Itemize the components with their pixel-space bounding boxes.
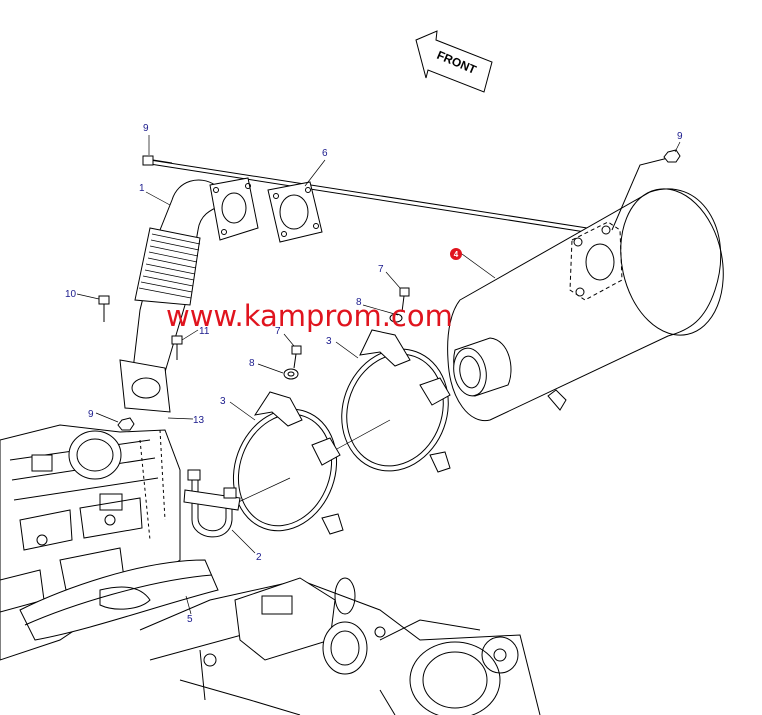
callout-9-left: 9 [88, 409, 94, 420]
engine-block [0, 424, 181, 661]
pipe-flange [209, 177, 259, 241]
callout-4-badge: 4 [450, 248, 462, 260]
bolt-11 [98, 295, 110, 322]
leader-lines [76, 135, 681, 615]
bolt-7-upper [399, 287, 410, 313]
nut-9-right [663, 149, 681, 163]
callout-10: 9 [143, 123, 149, 134]
callout-5: 5 [187, 614, 193, 625]
washer-8-upper [389, 313, 403, 323]
callout-12: 11 [199, 326, 210, 337]
callout-7-lower: 7 [275, 326, 281, 337]
callout-11: 10 [65, 289, 77, 300]
intake-duct [19, 559, 219, 641]
callouts: 9 1 6 9 4 7 8 3 7 8 3 10 11 9 13 2 5 [65, 123, 683, 625]
nut-9-left [117, 417, 135, 431]
front-arrow: FRONT [415, 30, 493, 93]
callout-4: 4 [454, 250, 459, 259]
gasket [267, 181, 323, 243]
callout-3-front: 3 [220, 396, 226, 407]
u-bolt-clamp [183, 469, 241, 538]
tie-rod [149, 159, 601, 235]
mounting-band-rear [334, 329, 451, 473]
bellows-rings [138, 233, 201, 299]
callout-2: 2 [256, 552, 262, 563]
bolt-12 [171, 335, 183, 360]
mounting-band-front [231, 391, 344, 535]
watermark: www.kamprom.com [166, 299, 453, 333]
exhaust-pipe [119, 179, 223, 413]
washer-8-lower [283, 368, 299, 380]
muffler [447, 157, 724, 422]
engine-front [139, 577, 541, 715]
callout-1: 1 [139, 183, 145, 194]
callout-7-upper: 7 [378, 264, 384, 275]
callout-3-rear: 3 [326, 336, 332, 347]
bolt-7-lower [291, 345, 302, 369]
callout-9-right: 9 [677, 131, 683, 142]
callout-13: 13 [193, 415, 205, 426]
bolt-10 [142, 155, 173, 166]
callout-8-lower: 8 [249, 358, 255, 369]
callout-8-upper: 8 [356, 297, 362, 308]
callout-6: 6 [322, 148, 328, 159]
